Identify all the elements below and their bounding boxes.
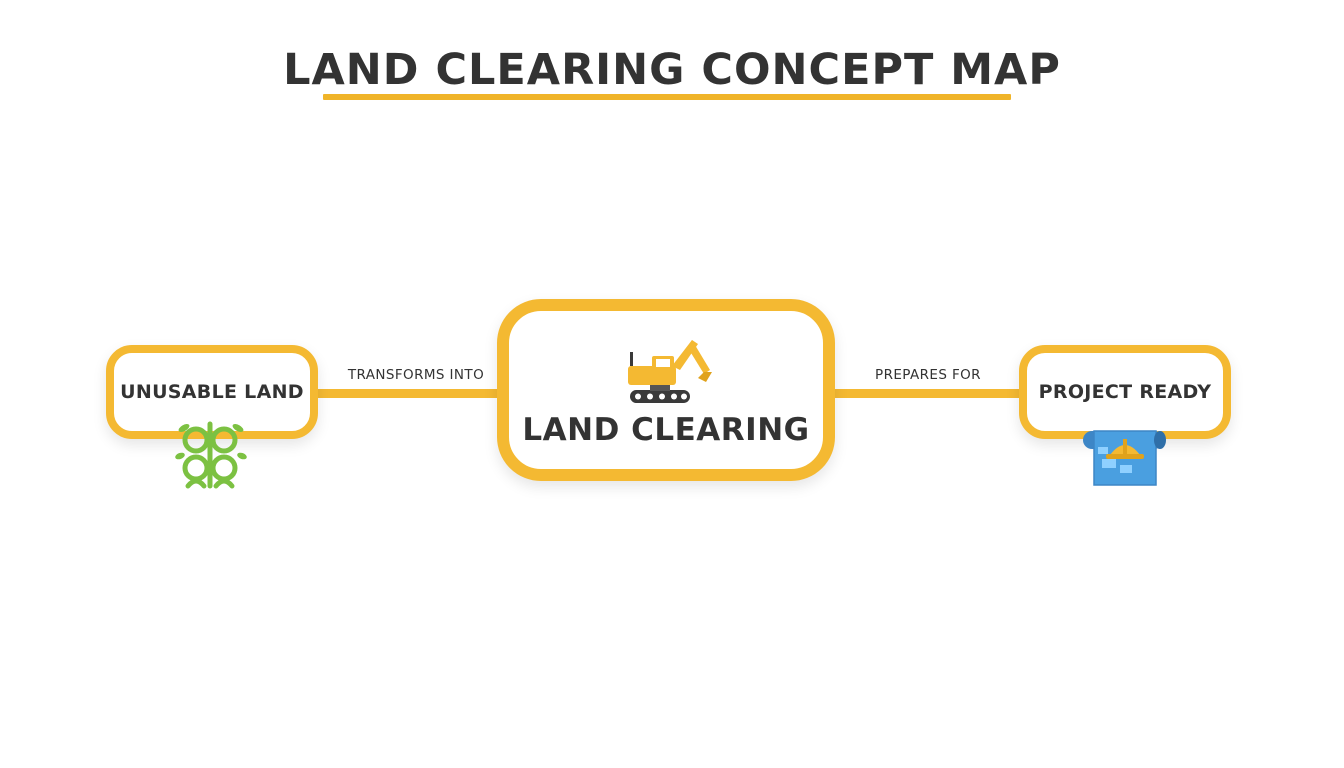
edge-label-prepares: PREPARES FOR [875,367,981,383]
edge-label-transforms: TRANSFORMS INTO [347,367,485,383]
node-project-ready: PROJECT READY [1019,345,1231,439]
connector-right [830,389,1026,398]
title-underline [323,94,1011,100]
node-project-ready-label: PROJECT READY [1038,381,1212,403]
node-unusable-land-label: UNUSABLE LAND [120,381,304,403]
node-land-clearing-label: LAND CLEARING [522,412,810,448]
connector-left [312,389,504,398]
tangled-vines-icon [175,421,247,489]
excavator-icon [628,340,712,403]
diagram-title: LAND CLEARING CONCEPT MAP [283,45,1061,95]
node-land-clearing: LAND CLEARING [497,299,835,481]
blueprint-hardhat-icon [1083,430,1166,486]
